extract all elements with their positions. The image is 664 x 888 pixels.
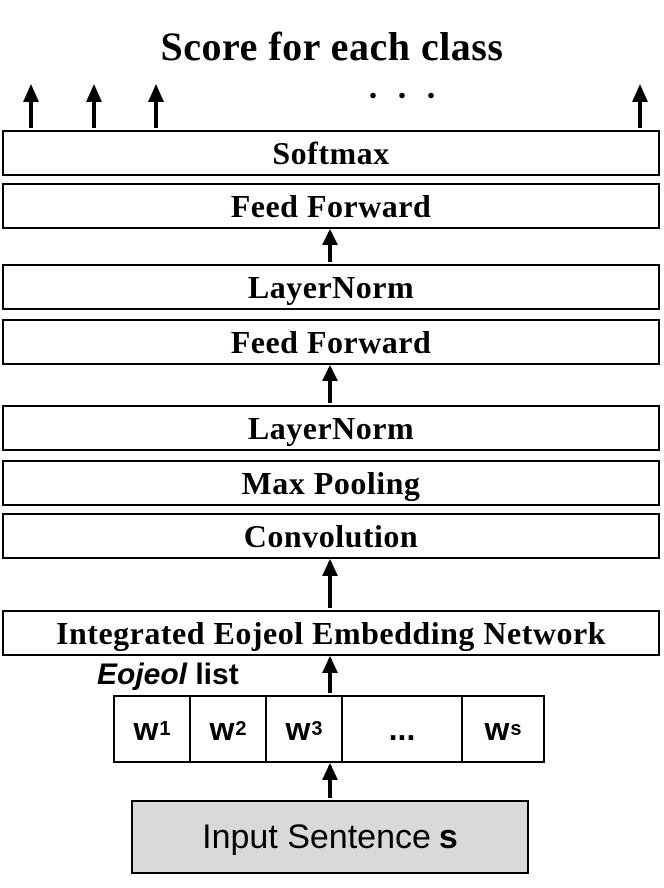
layernorm-mid-label: LayerNorm: [247, 409, 415, 446]
eojeol-label-italic: Eojeol: [97, 658, 188, 691]
flow-arrowhead: [322, 763, 338, 780]
flow-arrowhead: [322, 229, 338, 245]
layernorm-top-label: LayerNorm: [247, 268, 415, 305]
softmax-layer: Softmax: [2, 130, 660, 176]
feed-forward-top-label: Feed Forward: [230, 187, 432, 224]
input-sentence-label: Input Sentence: [202, 817, 431, 856]
max-pooling-layer: Max Pooling: [2, 460, 660, 506]
embedding-network-label: Integrated Eojeol Embedding Network: [56, 614, 606, 651]
output-ellipsis: . . .: [368, 69, 442, 106]
softmax-label: Softmax: [272, 134, 390, 171]
layernorm-mid-layer: LayerNorm: [2, 405, 660, 451]
output-arrowhead: [148, 84, 164, 102]
output-arrowhead: [23, 84, 39, 102]
output-arrowhead: [86, 84, 102, 102]
output-arrowhead: [632, 84, 648, 102]
convolution-label: Convolution: [243, 517, 419, 554]
feed-forward-top-layer: Feed Forward: [2, 183, 660, 229]
input-sentence-variable: s: [438, 817, 458, 856]
embedding-network-layer: Integrated Eojeol Embedding Network: [2, 610, 660, 656]
convolution-layer: Convolution: [2, 513, 660, 559]
layernorm-top-layer: LayerNorm: [2, 264, 660, 310]
diagram-title: Score for each class: [160, 24, 504, 69]
feed-forward-mid-layer: Feed Forward: [2, 319, 660, 365]
feed-forward-mid-label: Feed Forward: [230, 323, 432, 360]
eojeol-list-label: Eojeol list: [97, 656, 239, 694]
max-pooling-label: Max Pooling: [241, 464, 421, 501]
eojeol-label-rest: list: [187, 658, 239, 691]
flow-arrowhead: [322, 656, 338, 673]
token-cell-ellipsis: ...: [343, 697, 463, 761]
flow-arrowhead: [322, 365, 338, 381]
flow-arrowhead: [322, 559, 338, 576]
